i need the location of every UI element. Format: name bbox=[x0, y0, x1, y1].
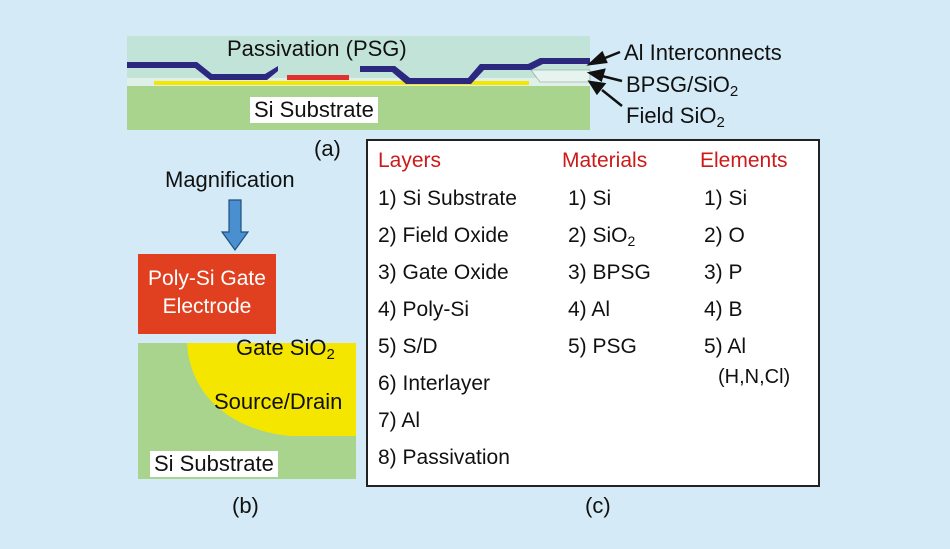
caption-a: (a) bbox=[314, 136, 341, 161]
material-item-sub: 2 bbox=[627, 233, 636, 249]
element-item: 4) B bbox=[704, 298, 743, 321]
field-oxide-arrow bbox=[601, 89, 623, 107]
bpsg-arrow bbox=[601, 74, 623, 83]
field-oxide-label-text: Field SiO bbox=[626, 103, 717, 128]
passivation-label: Passivation (PSG) bbox=[227, 36, 407, 61]
source-drain-label: Source/Drain bbox=[214, 389, 343, 414]
layer-item: 2) Field Oxide bbox=[378, 224, 509, 247]
magnification-arrow bbox=[220, 199, 250, 252]
gate-label-line1: Poly-Si Gate bbox=[148, 267, 266, 290]
element-item: 3) P bbox=[704, 261, 743, 284]
element-item: 5) Al bbox=[704, 335, 747, 358]
bpsg-label-sub: 2 bbox=[729, 83, 739, 100]
layer-item: 1) Si Substrate bbox=[378, 187, 517, 210]
bpsg-arrowhead bbox=[586, 68, 606, 82]
material-item: 5) PSG bbox=[568, 335, 637, 358]
field-oxide-label: Field SiO2 bbox=[626, 103, 725, 131]
bpsg-layer bbox=[530, 69, 591, 83]
material-item: 2) SiO2 bbox=[562, 224, 651, 261]
poly-gate-strip bbox=[287, 75, 349, 80]
gate-oxide-label-sub: 2 bbox=[326, 346, 335, 363]
elements-column: Elements 1) Si 2) O 3) P 4) B 5) Al (H,N… bbox=[700, 149, 790, 402]
elements-header: Elements bbox=[700, 149, 788, 172]
bpsg-label: BPSG/SiO2 bbox=[626, 72, 739, 100]
layer-item: 3) Gate Oxide bbox=[378, 261, 509, 284]
al-interconnects-label: Al Interconnects bbox=[624, 40, 782, 65]
element-item: 2) O bbox=[704, 224, 745, 247]
layers-header: Layers bbox=[378, 149, 442, 172]
material-item: 1) Si bbox=[568, 187, 612, 210]
substrate-label-a: Si Substrate bbox=[250, 97, 378, 123]
substrate-label-b: Si Substrate bbox=[150, 451, 278, 477]
source-drain-region bbox=[187, 343, 356, 436]
layer-item: 5) S/D bbox=[378, 335, 438, 358]
interconnects-arrowhead bbox=[586, 50, 608, 66]
al-interconnect-left bbox=[127, 62, 278, 80]
layers-column: Layers 1) Si Substrate 2) Field Oxide 3)… bbox=[378, 149, 517, 483]
material-item: 3) BPSG bbox=[568, 261, 651, 284]
element-item: 1) Si bbox=[704, 187, 748, 210]
gate-oxide-label-text: Gate SiO bbox=[236, 335, 327, 360]
caption-c: (c) bbox=[585, 493, 611, 518]
composition-table: Layers 1) Si Substrate 2) Field Oxide 3)… bbox=[366, 139, 820, 487]
field-oxide-arrowhead bbox=[587, 80, 607, 96]
al-interconnect-right bbox=[360, 58, 590, 84]
material-item: 4) Al bbox=[568, 298, 611, 321]
materials-header: Materials bbox=[562, 149, 648, 172]
layer-item: 6) Interlayer bbox=[378, 372, 491, 395]
layer-item: 8) Passivation bbox=[378, 446, 510, 469]
materials-column: Materials 1) Si 2) SiO2 3) BPSG 4) Al 5)… bbox=[562, 149, 651, 372]
layer-item: 7) Al bbox=[378, 409, 421, 432]
material-item-text: 2) SiO bbox=[568, 224, 628, 247]
element-extra: (H,N,Cl) bbox=[718, 366, 791, 388]
bpsg-label-text: BPSG/SiO bbox=[626, 72, 730, 97]
gate-oxide-label: Gate SiO2 bbox=[236, 335, 335, 363]
field-oxide-label-sub: 2 bbox=[716, 114, 725, 131]
caption-b: (b) bbox=[232, 493, 259, 518]
poly-si-gate-electrode: Poly-Si Gate Electrode bbox=[138, 254, 276, 334]
gate-label-line2: Electrode bbox=[162, 295, 252, 318]
magnification-label: Magnification bbox=[165, 167, 295, 192]
gate-oxide-strip bbox=[154, 81, 529, 85]
layer-item: 4) Poly-Si bbox=[378, 298, 470, 321]
